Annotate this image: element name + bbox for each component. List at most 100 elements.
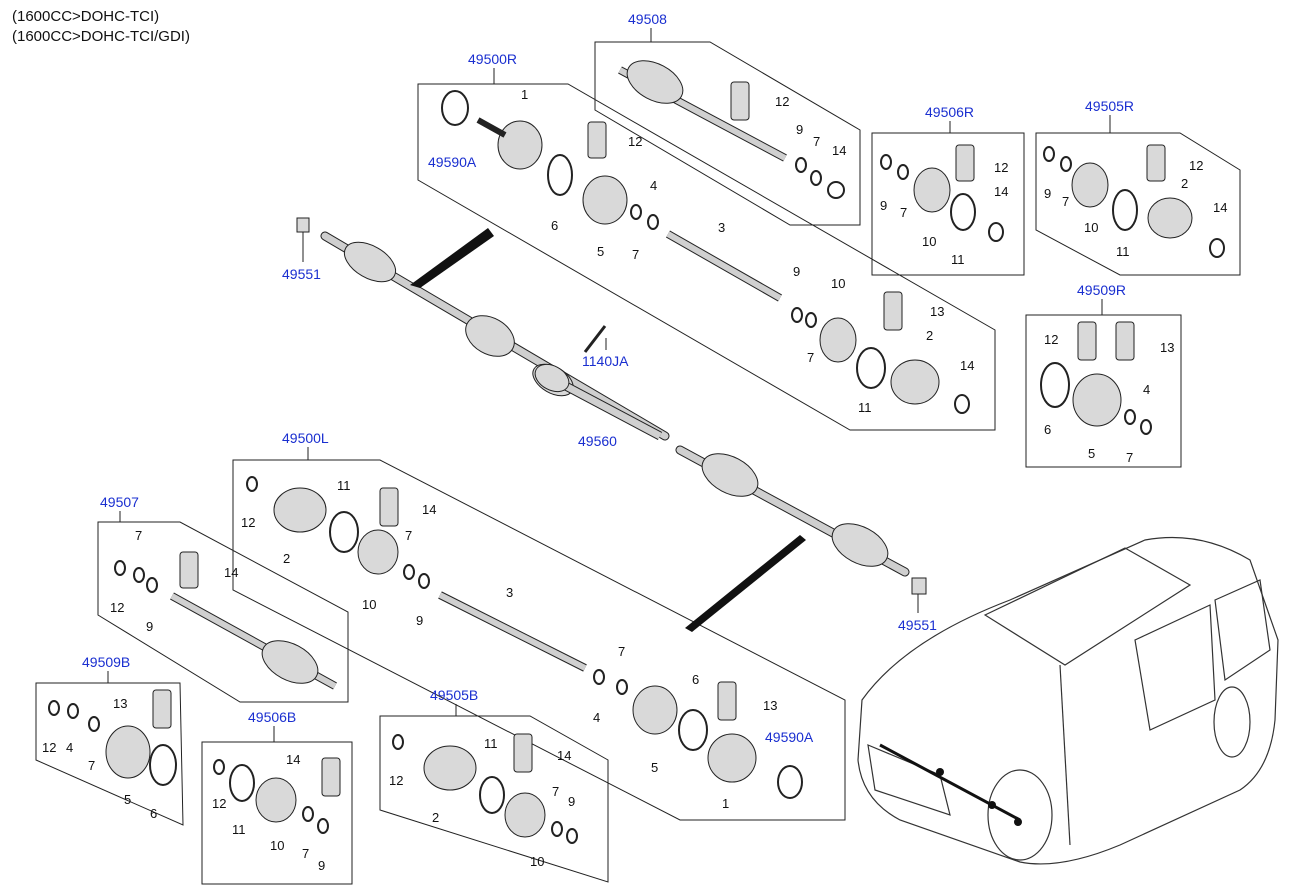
ring-49505R-14 xyxy=(1209,238,1225,258)
boot-49509B-5 xyxy=(105,725,151,779)
callout-1: 1 xyxy=(521,87,528,102)
shaft-49500L-3 xyxy=(438,591,587,672)
ring-49509B-12 xyxy=(48,700,60,716)
shaft-49507 xyxy=(170,592,337,690)
grease-tube-49507-14 xyxy=(179,551,199,589)
callout-7: 7 xyxy=(1126,450,1133,465)
shaft-49500R-3 xyxy=(666,230,782,302)
callout-12: 12 xyxy=(212,796,226,811)
ring-49506R-9 xyxy=(880,154,892,170)
label-1140JA: 1140JA xyxy=(582,353,629,369)
grease-tube-49506R-12 xyxy=(955,144,975,182)
callout-1: 1 xyxy=(722,796,729,811)
label-49505R: 49505R xyxy=(1085,98,1134,114)
grease-tube-49509R-13 xyxy=(1115,321,1135,361)
callouts: 12 9 7 14 1 12 4 6 5 7 3 9 10 13 2 7 14 … xyxy=(42,87,1227,873)
shaft-49560 xyxy=(534,363,663,440)
callout-7: 7 xyxy=(135,528,142,543)
callout-4: 4 xyxy=(1143,382,1150,397)
ring-49507-7 xyxy=(133,567,145,583)
ring-49508-7 xyxy=(810,170,822,186)
label-49560: 49560 xyxy=(578,433,617,449)
callout-4: 4 xyxy=(650,178,657,193)
callout-7: 7 xyxy=(302,846,309,861)
callout-11: 11 xyxy=(232,822,246,837)
ring-49506B-7 xyxy=(302,806,314,822)
ring-49506R-14 xyxy=(988,222,1004,242)
callout-9: 9 xyxy=(318,858,325,873)
callout-11: 11 xyxy=(337,478,351,493)
callout-5: 5 xyxy=(597,244,604,259)
lower-drive-shaft xyxy=(675,445,910,577)
frame-49505R xyxy=(1035,132,1241,276)
callout-14: 14 xyxy=(960,358,974,373)
callout-9: 9 xyxy=(796,122,803,137)
housing-49505B-2 xyxy=(423,745,477,791)
callout-14: 14 xyxy=(994,184,1008,199)
callout-9: 9 xyxy=(568,794,575,809)
boot-49500R-10 xyxy=(819,317,857,363)
callout-6: 6 xyxy=(150,806,157,821)
ring-49500R-4 xyxy=(647,214,659,230)
ring-49505B-9 xyxy=(566,828,578,844)
callout-7: 7 xyxy=(88,758,95,773)
callout-14: 14 xyxy=(1213,200,1227,215)
ring-49505B-11 xyxy=(479,776,505,814)
callout-13: 13 xyxy=(113,696,127,711)
ring-49505R-7 xyxy=(1060,156,1072,172)
ring-49500R-7b xyxy=(805,312,817,328)
callout-10: 10 xyxy=(362,597,376,612)
callout-10: 10 xyxy=(530,854,544,869)
ring-49507-12 xyxy=(114,560,126,576)
callout-6: 6 xyxy=(692,672,699,687)
grease-tube-49505B-14 xyxy=(513,733,533,773)
ring-49505B-12 xyxy=(392,734,404,750)
callout-9: 9 xyxy=(793,264,800,279)
callout-7: 7 xyxy=(1062,194,1069,209)
grease-tube-49500R-13 xyxy=(883,291,903,331)
ring-49500R-11 xyxy=(856,347,886,389)
callout-4: 4 xyxy=(593,710,600,725)
frame-49506R xyxy=(871,132,1025,276)
ring-49500L-9 xyxy=(418,573,430,589)
callout-5: 5 xyxy=(124,792,131,807)
callout-4: 4 xyxy=(66,740,73,755)
callout-7: 7 xyxy=(552,784,559,799)
ring-49505B-7 xyxy=(551,821,563,837)
grease-tube-49505R-12 xyxy=(1146,144,1166,182)
label-49506B: 49506B xyxy=(248,709,296,725)
boot-49500L-5 xyxy=(632,685,678,735)
header-line-1: (1600CC>DOHC-TCI) xyxy=(12,8,160,25)
grease-tube-49500R-12 xyxy=(587,121,607,159)
grease-tube-49500L-14 xyxy=(379,487,399,527)
boot-49505R-10 xyxy=(1071,162,1109,208)
ring-49500L-12 xyxy=(246,476,258,492)
label-49551-left: 49551 xyxy=(282,266,321,282)
label-49590A-lower: 49590A xyxy=(765,729,814,745)
callout-12: 12 xyxy=(110,600,124,615)
ring-49509B-6 xyxy=(149,744,177,786)
frame-49505B xyxy=(379,715,609,883)
callout-5: 5 xyxy=(1088,446,1095,461)
label-49551-right: 49551 xyxy=(898,617,937,633)
callout-2: 2 xyxy=(926,328,933,343)
ring-49507-9 xyxy=(146,577,158,593)
ring-49506B-9 xyxy=(317,818,329,834)
callout-12: 12 xyxy=(42,740,56,755)
callout-12: 12 xyxy=(994,160,1008,175)
callout-12: 12 xyxy=(1044,332,1058,347)
callout-14: 14 xyxy=(832,143,846,158)
callout-5: 5 xyxy=(651,760,658,775)
ring-49590A-lower xyxy=(777,765,803,799)
label-49506R: 49506R xyxy=(925,104,974,120)
ring-49509R-7 xyxy=(1124,409,1136,425)
callout-7: 7 xyxy=(632,247,639,262)
callout-3: 3 xyxy=(718,220,725,235)
ring-49508-9 xyxy=(795,157,807,173)
callout-3: 3 xyxy=(506,585,513,600)
shaft-49508 xyxy=(618,60,787,162)
ring-49500L-4 xyxy=(593,669,605,685)
callout-2: 2 xyxy=(283,551,290,566)
ring-49500L-11 xyxy=(329,511,359,553)
